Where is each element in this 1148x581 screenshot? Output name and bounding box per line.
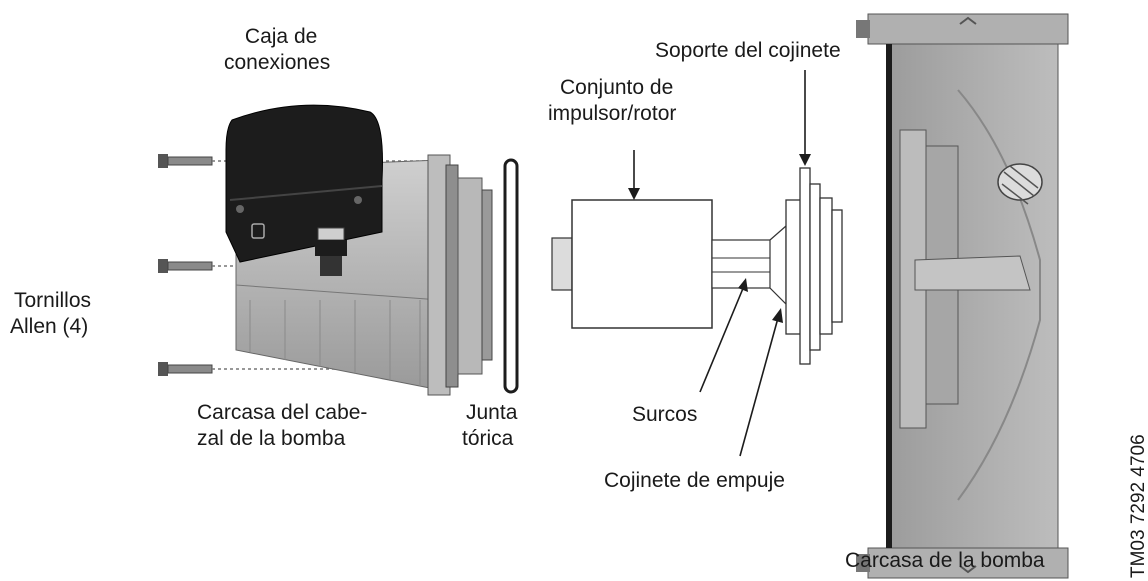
label-o-ring-line2: tórica	[462, 427, 514, 450]
drawing-code: TM03 7292 4706	[1128, 434, 1148, 578]
label-bearing-plate: Soporte del cojinete	[655, 39, 841, 62]
bearing-plate	[785, 167, 843, 365]
label-pump-housing: Carcasa de la bomba	[845, 549, 1045, 572]
label-allen-screws-line1: Tornillos	[14, 289, 92, 312]
label-pump-head-line1: Carcasa del cabe-	[197, 401, 368, 424]
label-allen-screws-line2: Allen (4)	[10, 315, 89, 338]
label-junction-box-line1: Caja de	[244, 25, 318, 48]
label-junction-box: Caja de conexiones	[224, 24, 330, 76]
label-thrust-bearing: Cojinete de empuje	[604, 469, 785, 492]
label-impeller-rotor-line1: Conjunto de	[560, 76, 674, 99]
junction-box	[225, 104, 383, 276]
arrow-thrust-bearing	[739, 317, 779, 457]
o-ring	[503, 158, 519, 394]
label-pump-head: Carcasa del cabe- zal de la bomba	[197, 400, 367, 452]
label-pump-head-line2: zal de la bomba	[197, 427, 346, 450]
pump-housing	[856, 13, 1069, 579]
label-o-ring: Junta tórica	[462, 400, 517, 452]
label-impeller-rotor: Conjunto de impulsor/rotor	[548, 75, 676, 127]
impeller-rotor-assembly	[551, 199, 787, 329]
label-allen-screws: Tornillos Allen (4)	[10, 288, 91, 340]
callout-arrows	[628, 70, 811, 457]
label-o-ring-line1: Junta	[466, 401, 518, 424]
arrow-grooves	[699, 285, 745, 393]
label-junction-box-line2: conexiones	[224, 51, 331, 74]
label-impeller-rotor-line2: impulsor/rotor	[548, 102, 677, 125]
label-grooves: Surcos	[632, 403, 698, 426]
